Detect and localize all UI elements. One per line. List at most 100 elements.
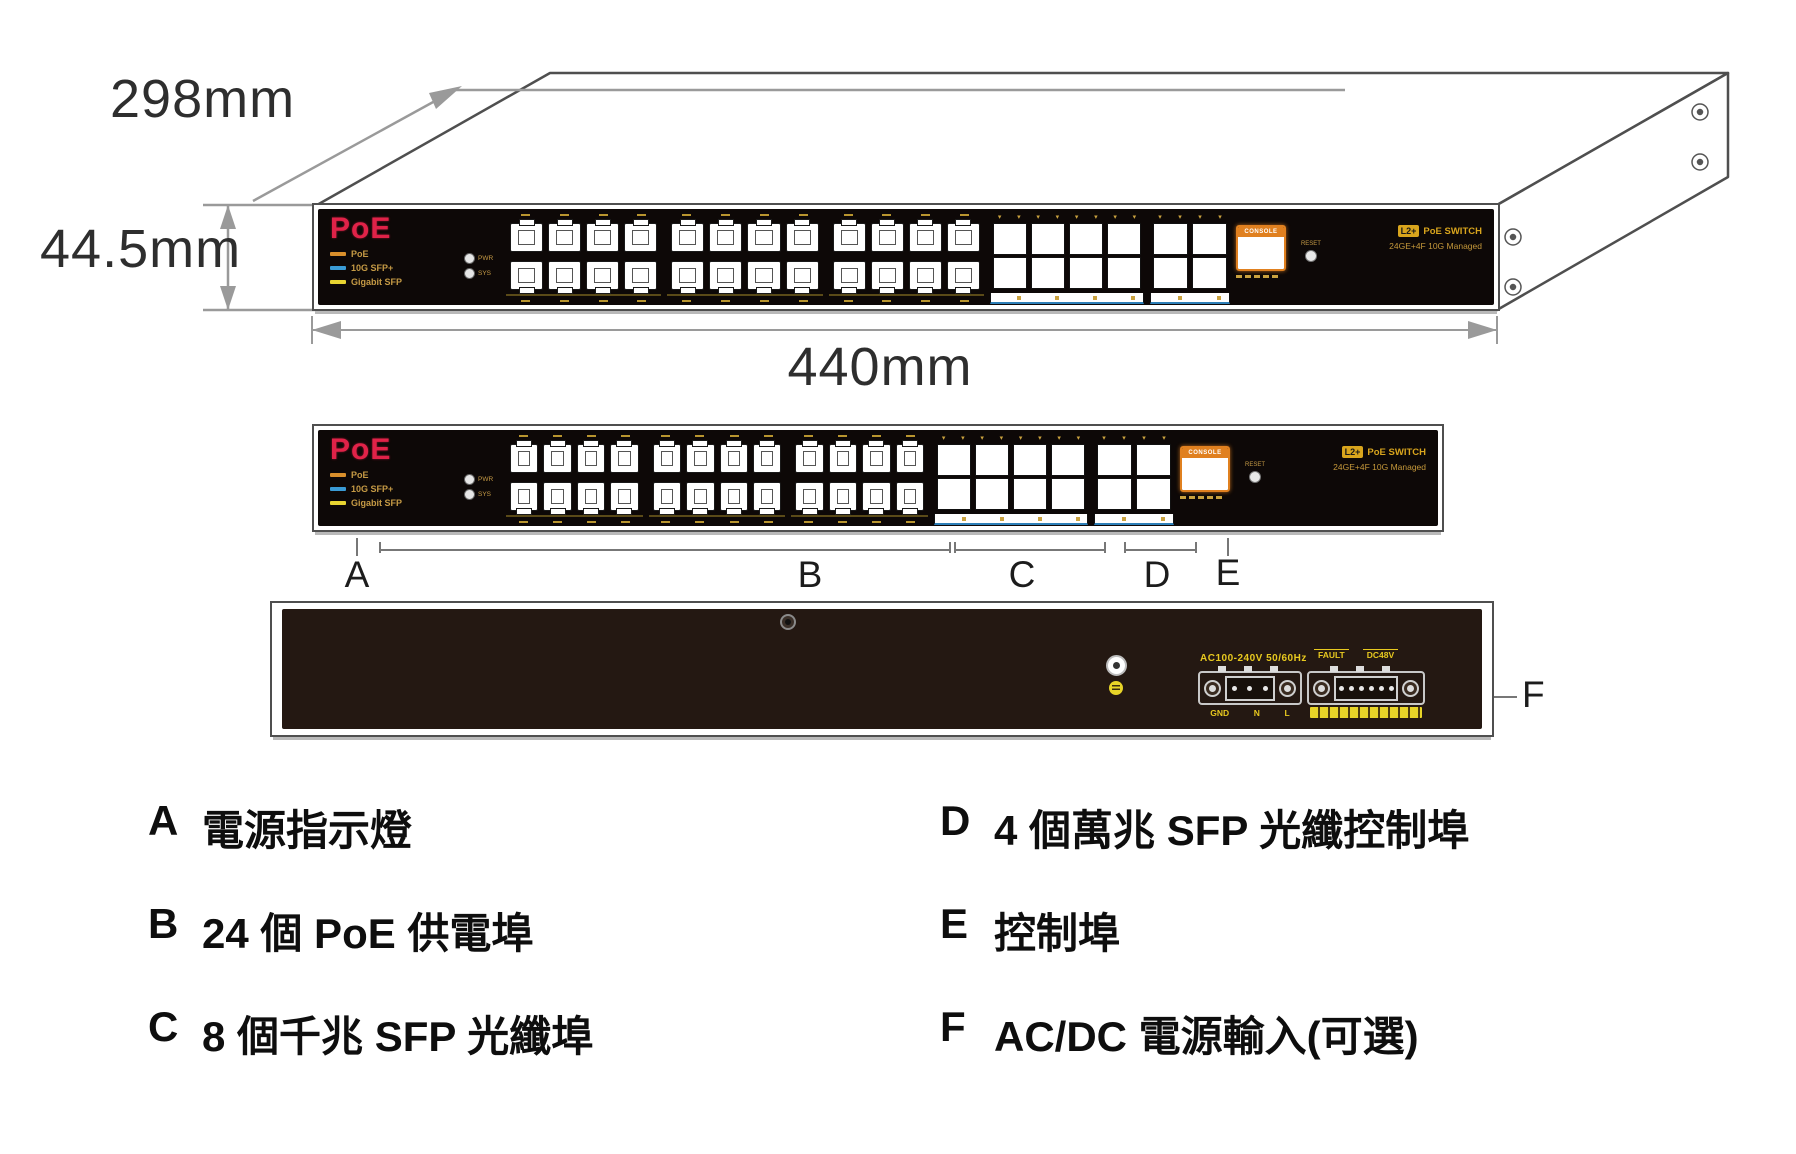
- ac-terminal-block: [1198, 666, 1302, 705]
- sfp-slot: [1068, 257, 1103, 289]
- sfp-led: [1102, 516, 1107, 521]
- indicator-legend-row: PoE: [330, 470, 458, 480]
- console-label: CONSOLE: [1237, 227, 1284, 237]
- sfp-led: [1056, 516, 1061, 521]
- rj45-port: [510, 261, 544, 291]
- rj45-port: [832, 223, 866, 253]
- sfp-slot: [1013, 444, 1048, 476]
- port-label-mark: [552, 435, 562, 438]
- l2-badge: L2+: [1397, 225, 1420, 237]
- rj45-port: [828, 482, 858, 512]
- sfp-slot: [992, 223, 1027, 255]
- port-number-mark: [520, 299, 530, 302]
- port-number-strip: [506, 294, 662, 305]
- rj45-grid: [829, 219, 984, 292]
- legend-key: F: [940, 1003, 966, 1050]
- legend-key: E: [940, 900, 969, 947]
- indicator-legend-row: Gigabit SFP: [330, 498, 458, 508]
- callout-b: B: [797, 554, 823, 595]
- sfp-triangle-marker: ▾: [1162, 434, 1166, 442]
- callout-c: C: [1008, 554, 1036, 595]
- rj45-port: [543, 444, 572, 474]
- terminal-screw: [1402, 679, 1419, 697]
- port-label-mark: [729, 435, 739, 438]
- terminal-tabs: [1218, 666, 1282, 672]
- sfp-led: [1141, 516, 1146, 521]
- poe-logo: PoE: [330, 212, 392, 245]
- port-label-mark: [960, 214, 970, 217]
- dc-terminal-pins: [1334, 675, 1398, 701]
- terminal-screw: [1279, 679, 1296, 697]
- side-screws: [1504, 103, 1709, 296]
- reset-label: RESET: [1300, 241, 1321, 247]
- sfp-triangle-marker: ▾: [1122, 434, 1126, 442]
- rj45-port: [946, 261, 980, 291]
- reset-section: RESET: [1296, 209, 1326, 305]
- rj45-port: [576, 444, 606, 474]
- rj45-port: [548, 261, 582, 291]
- sfp-slot: [1191, 257, 1227, 289]
- port-label-mark: [621, 435, 631, 438]
- sfp-triangle-marker: ▾: [1018, 434, 1023, 442]
- legend-label: PoE: [351, 249, 369, 259]
- sfp-triangle-marker: ▾: [1198, 213, 1202, 221]
- legend-color-dash: [330, 266, 346, 270]
- sfp-triangle-marker: ▾: [1074, 213, 1079, 221]
- port-label-mark: [906, 435, 916, 438]
- sfp-marker-strip: ▾▾▾▾▾▾▾▾: [990, 212, 1144, 222]
- rj45-port: [785, 223, 819, 253]
- rj45-port: [895, 482, 925, 512]
- sfp-led: [1074, 295, 1079, 300]
- port-label-strip: [791, 432, 928, 440]
- sfp-led: [1217, 295, 1222, 300]
- rj45-port: [624, 223, 658, 253]
- model-title: PoE SWITCH: [1367, 446, 1427, 458]
- reset-button: [1304, 250, 1317, 262]
- sfp-triangle-marker: ▾: [1038, 434, 1042, 442]
- port-label-strip: [667, 211, 822, 219]
- rj45-grid: [506, 440, 643, 513]
- legend-label: 10G SFP+: [351, 484, 394, 494]
- rj45-port: [752, 482, 782, 512]
- indicator-legend-row: PoE: [330, 249, 458, 259]
- rj45-port: [586, 261, 620, 291]
- port-label-mark: [520, 214, 530, 217]
- gigabit-sfp-bank: ▾▾▾▾▾▾▾▾: [934, 430, 1089, 526]
- port-label-strip: [829, 211, 984, 219]
- legend-key: D: [940, 797, 971, 844]
- ground-screw: [1106, 655, 1127, 676]
- port-number-strip: [667, 294, 823, 305]
- sfp-slot: [975, 444, 1010, 476]
- sfp-led: [998, 295, 1003, 300]
- tengig-sfp-bank: ▾▾▾▾: [1149, 209, 1230, 305]
- port-label-mark: [695, 435, 705, 438]
- port-label-mark: [872, 435, 882, 438]
- port-number-mark: [559, 299, 569, 302]
- dc-fault-label: FAULT: [1314, 649, 1349, 660]
- dc-pin-caption-strip: [1310, 707, 1422, 718]
- port-label-mark: [586, 435, 596, 438]
- legend-item-f: F AC/DC 電源輸入(可選): [940, 1003, 1419, 1064]
- sfp-slot: [1030, 257, 1065, 289]
- ac-pin-gnd: GND: [1210, 708, 1230, 718]
- isometric-top-face: [315, 71, 1730, 207]
- callout-brackets: [356, 538, 1517, 698]
- port-number-mark: [763, 520, 773, 523]
- earth-ground-icon: [1109, 681, 1123, 695]
- sfp-slot: [1152, 223, 1188, 255]
- port-number-mark: [921, 299, 931, 302]
- sfp-slot: [1068, 223, 1103, 255]
- led-indicator: [464, 474, 475, 485]
- width-dimension-label: 440mm: [787, 337, 973, 397]
- sfp-led: [1037, 516, 1042, 521]
- chassis-screw: [780, 614, 796, 630]
- rj45-port: [946, 223, 980, 253]
- rear-panel: AC100-240V 50/60Hz GND N L FAULT DC48V: [282, 609, 1482, 729]
- sfp-triangle-marker: ▾: [980, 434, 984, 442]
- rj45-port-bank: [667, 209, 823, 305]
- rj45-port: [870, 261, 904, 291]
